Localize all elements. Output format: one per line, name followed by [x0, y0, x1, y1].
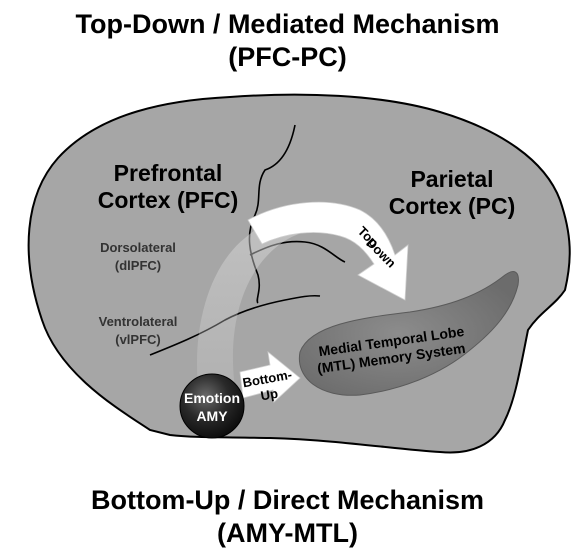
- amygdala-node: [179, 373, 245, 439]
- bottom-title: Bottom-Up / Direct Mechanism (AMY-MTL): [0, 484, 575, 550]
- top-down-arrow: [247, 201, 409, 301]
- top-title-line2: (PFC-PC): [228, 42, 347, 72]
- pc-label-line2: Cortex (PC): [389, 193, 516, 219]
- bottom-title-line2: (AMY-MTL): [217, 518, 358, 548]
- dlpfc-label-line1: Dorsolateral: [100, 240, 176, 255]
- lateral-fissure: [149, 294, 321, 356]
- brain-outline: [27, 93, 571, 454]
- pc-label-line1: Parietal: [410, 166, 493, 192]
- mtl-region: [298, 271, 519, 396]
- vlpfc-label-line2: (vlPFC): [115, 332, 161, 347]
- top-title: Top-Down / Mediated Mechanism (PFC-PC): [0, 8, 575, 74]
- central-sulcus: [248, 124, 296, 304]
- pfc-label-line2: Cortex (PFC): [98, 187, 239, 213]
- bottom-up-label-line2: Up: [259, 386, 279, 404]
- amy-label-line1: Emotion: [184, 390, 240, 406]
- pathway-glow: [197, 208, 330, 400]
- top-title-line1: Top-Down / Mediated Mechanism: [75, 9, 500, 39]
- bottom-up-arrow: [239, 351, 301, 403]
- bottom-title-line1: Bottom-Up / Direct Mechanism: [90, 485, 485, 515]
- amy-label-line2: AMY: [196, 408, 228, 424]
- dlpfc-label-line2: (dlPFC): [115, 258, 161, 273]
- pfc-label-line1: Prefrontal: [114, 160, 223, 186]
- vlpfc-label-line1: Ventrolateral: [99, 314, 178, 329]
